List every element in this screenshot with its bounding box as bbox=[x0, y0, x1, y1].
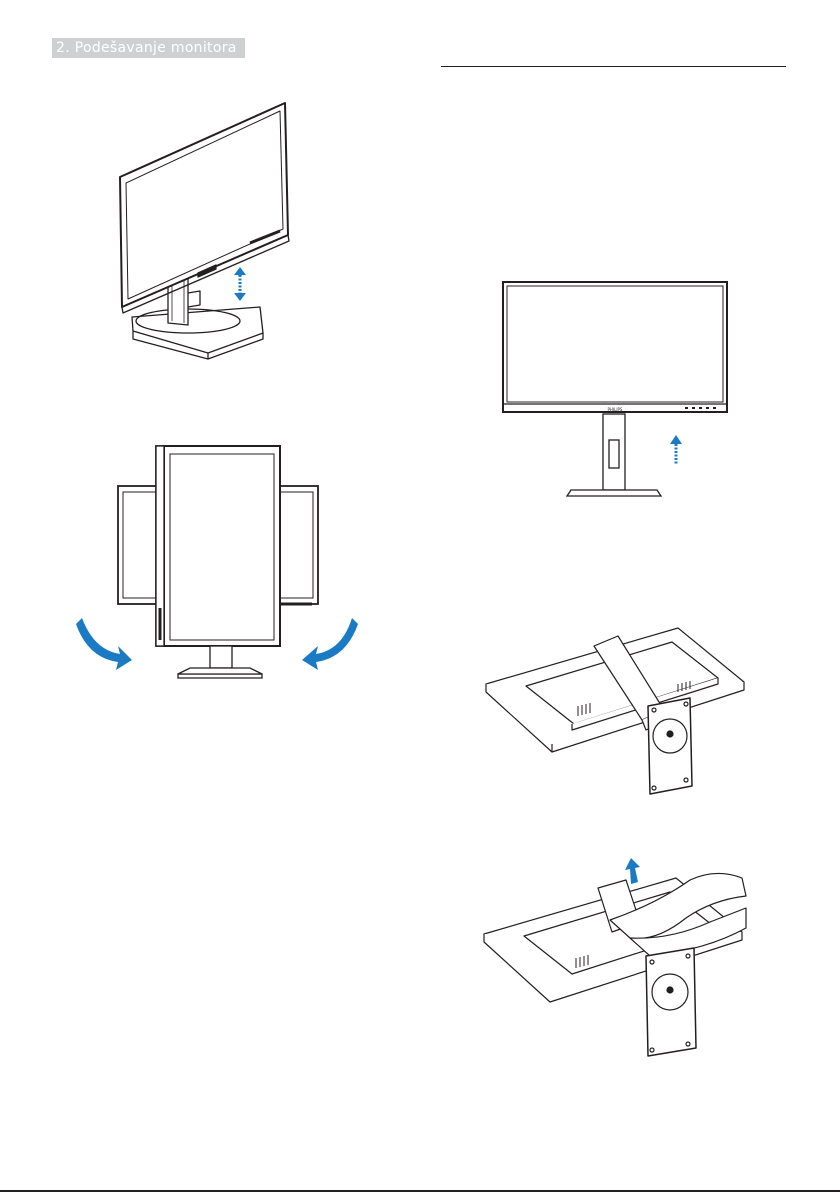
lift-arrow-icon bbox=[670, 435, 682, 464]
section-title-tab: 2. Podešavanje monitora bbox=[52, 38, 245, 58]
lift-arrow-icon bbox=[625, 858, 640, 884]
height-adjust-figure bbox=[100, 95, 300, 360]
stand-removal-figure-1 bbox=[482, 626, 747, 796]
stand-removal-figure-2 bbox=[480, 860, 750, 1060]
header-rule bbox=[441, 66, 786, 67]
brand-logo: PHILIPS bbox=[608, 407, 623, 412]
height-adjust-arrow-icon bbox=[234, 267, 246, 301]
pivot-figure bbox=[80, 440, 360, 685]
front-view-figure: PHILIPS bbox=[495, 278, 730, 498]
